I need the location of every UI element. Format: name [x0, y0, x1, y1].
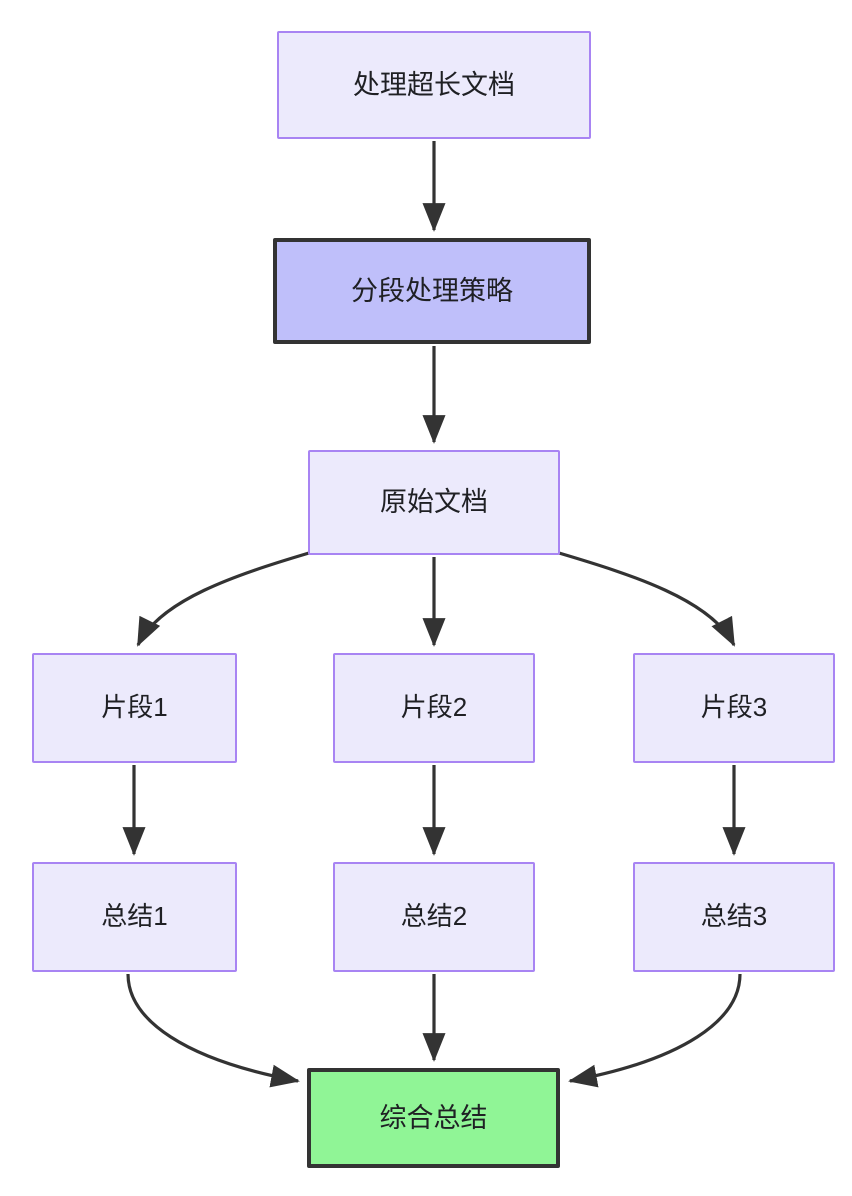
node-label: 片段3: [700, 692, 768, 723]
node-label: 综合总结: [379, 1102, 488, 1133]
edge-n3-n4: [136, 551, 310, 647]
node-combined-summary[interactable]: 综合总结: [307, 1068, 560, 1168]
node-process-long-document[interactable]: 处理超长文档: [277, 31, 591, 139]
node-label: 分段处理策略: [351, 275, 513, 306]
node-chunking-strategy[interactable]: 分段处理策略: [273, 238, 591, 344]
node-label: 处理超长文档: [353, 69, 515, 100]
node-fragment-3[interactable]: 片段3: [633, 653, 835, 763]
node-summary-1[interactable]: 总结1: [32, 862, 237, 972]
edge-n9-n10: [568, 973, 742, 1088]
node-label: 片段1: [101, 692, 168, 723]
node-summary-3[interactable]: 总结3: [633, 862, 835, 972]
node-summary-2[interactable]: 总结2: [333, 862, 535, 972]
node-original-document[interactable]: 原始文档: [308, 450, 560, 555]
node-label: 总结3: [700, 901, 768, 932]
node-fragment-1[interactable]: 片段1: [32, 653, 237, 763]
node-label: 片段2: [400, 692, 468, 723]
node-label: 原始文档: [380, 487, 488, 518]
node-fragment-2[interactable]: 片段2: [333, 653, 535, 763]
edge-n3-n6: [558, 551, 736, 647]
node-label: 总结1: [101, 901, 168, 932]
edge-n7-n10: [126, 973, 300, 1088]
node-label: 总结2: [400, 901, 468, 932]
